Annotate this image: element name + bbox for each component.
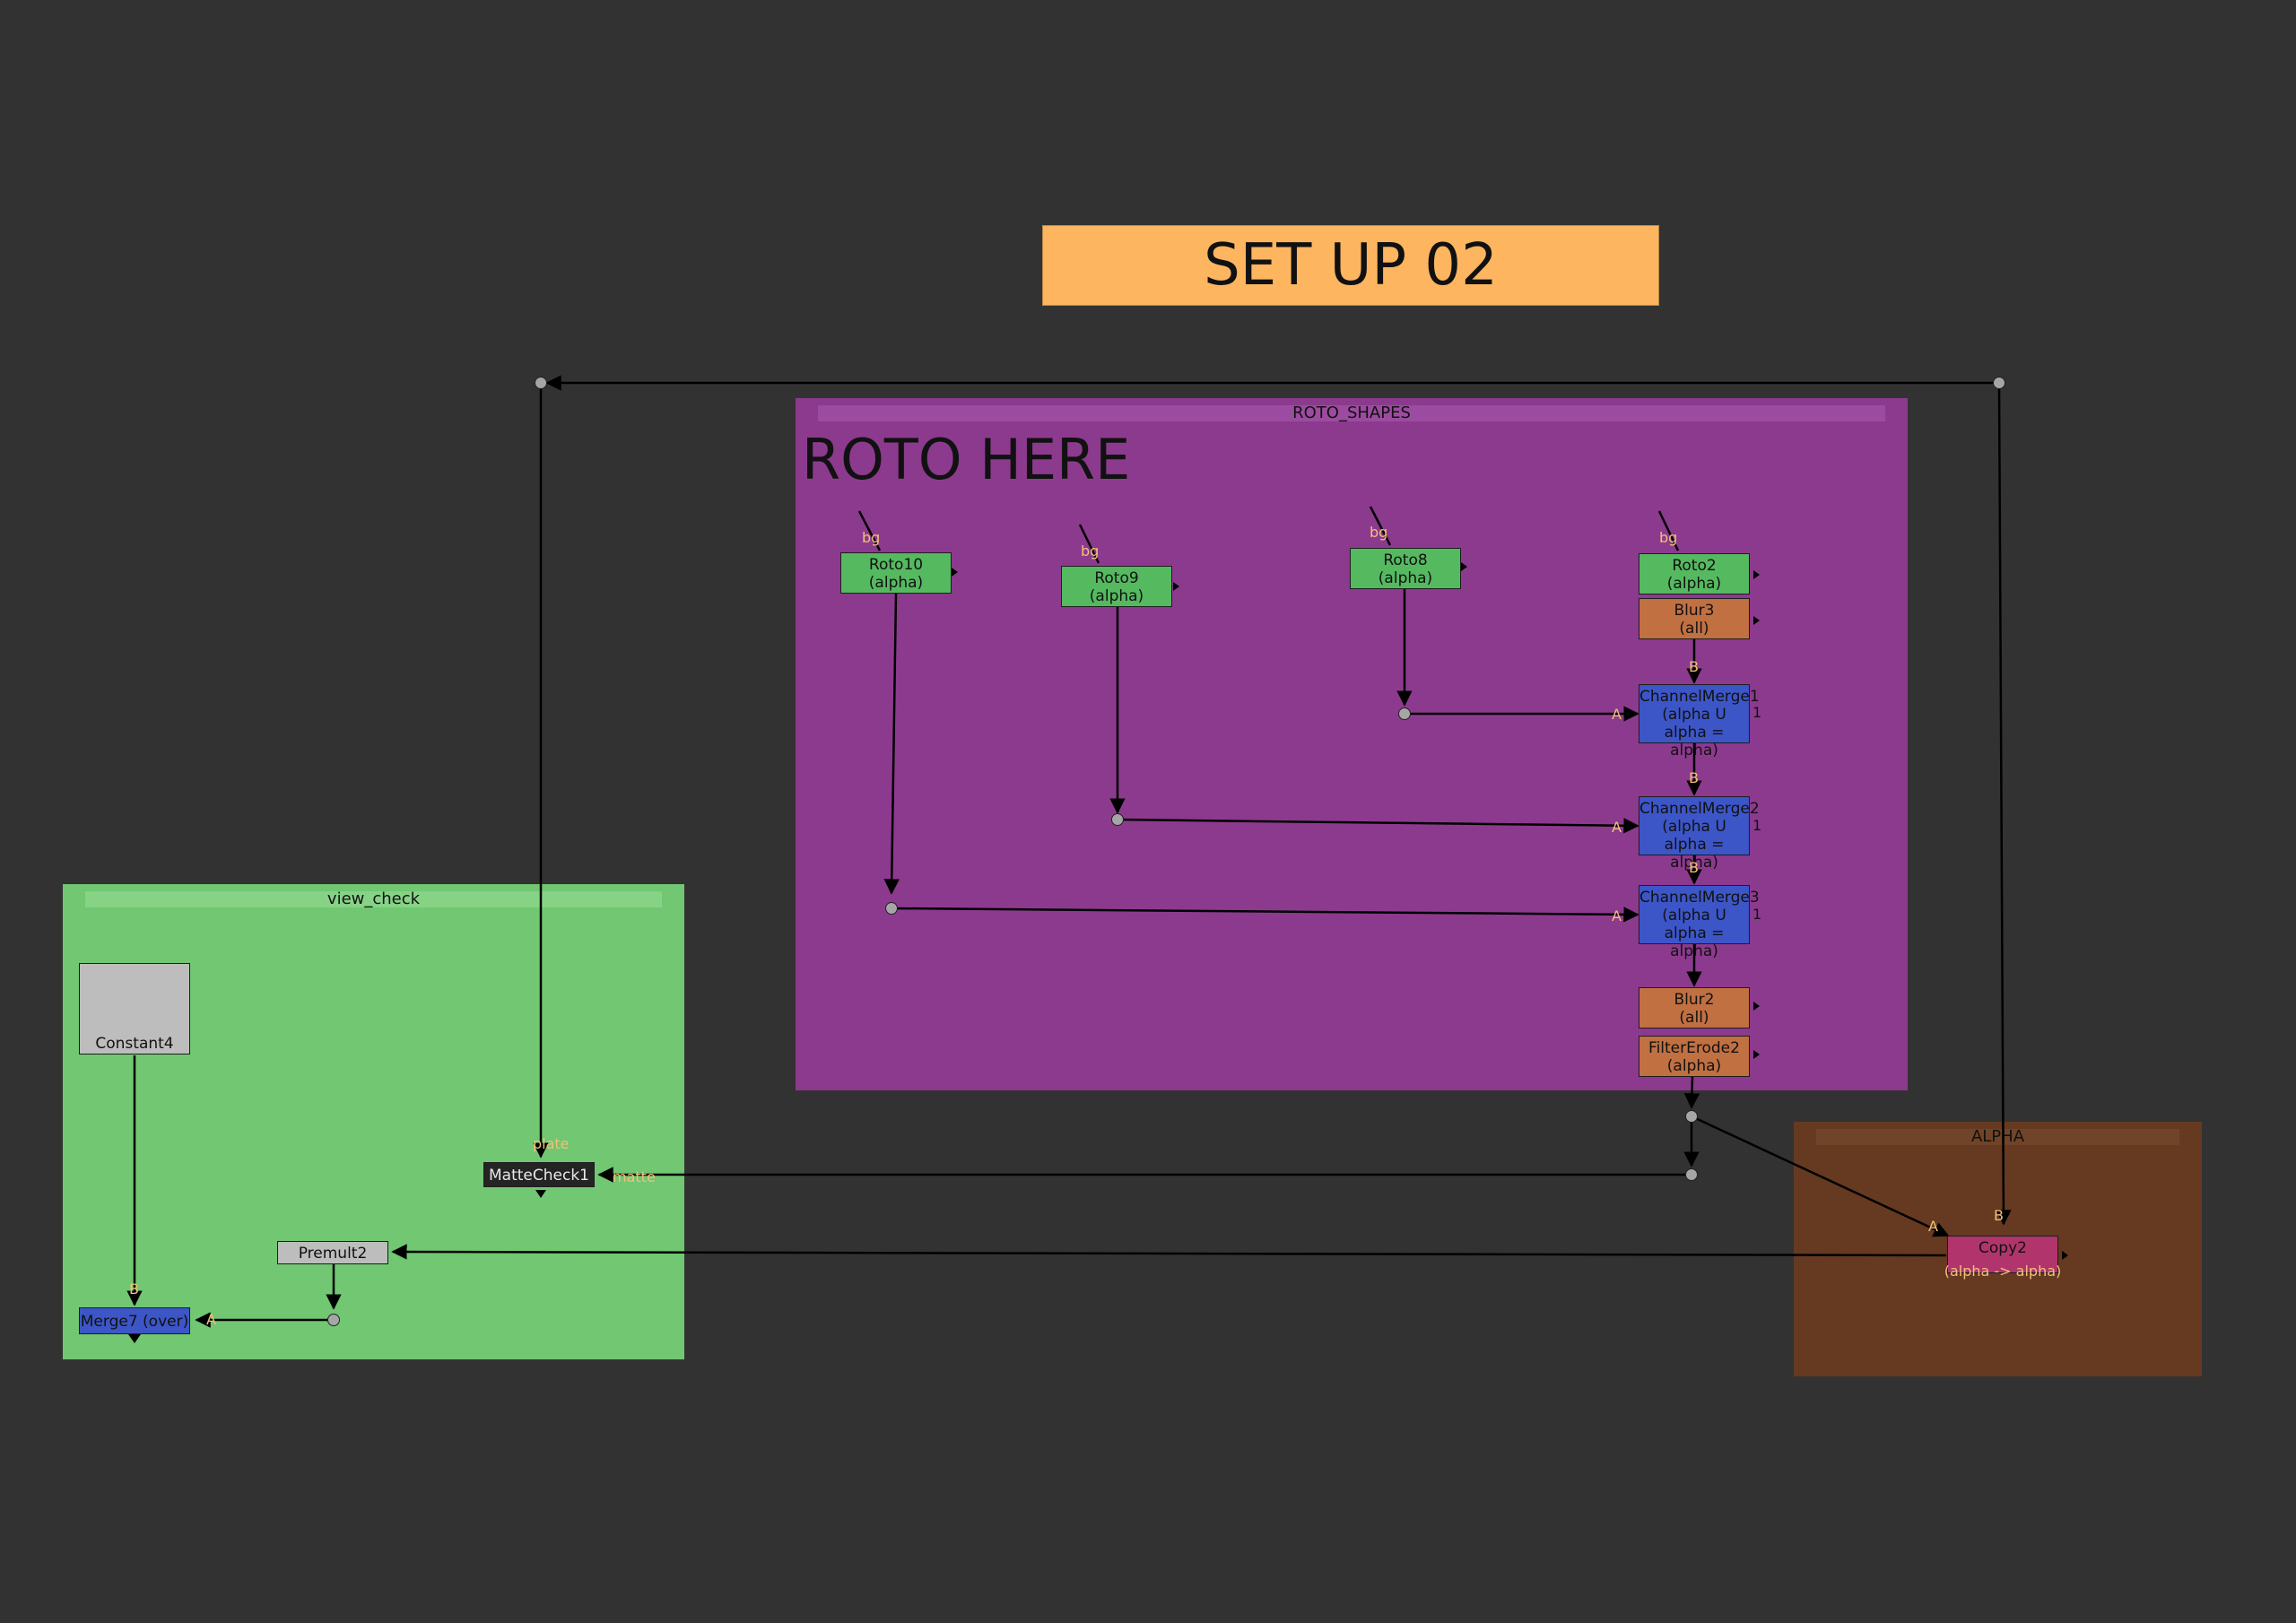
- input-label-b: B: [1994, 1207, 2004, 1224]
- node-premult2[interactable]: Premult2: [277, 1241, 388, 1264]
- input-label-mask: 1: [1752, 704, 1762, 721]
- input-label-plate: plate: [533, 1135, 570, 1152]
- dot[interactable]: [1685, 1168, 1698, 1181]
- node-channelmerge2[interactable]: ChannelMerge2 (alpha U alpha = alpha): [1639, 796, 1760, 872]
- node-sublabel: (alpha): [1666, 575, 1722, 593]
- node-label: ChannelMerge2: [1639, 800, 1760, 818]
- node-sublabel: (alpha U alpha =: [1662, 818, 1726, 854]
- node-mattecheck1[interactable]: MatteCheck1: [483, 1162, 595, 1187]
- backdrop-roto-shapes[interactable]: ROTO_SHAPES ROTO HERE: [796, 398, 1908, 1090]
- backdrop-title: view_check: [85, 891, 662, 907]
- dot[interactable]: [1398, 707, 1411, 720]
- input-label-bg: bg: [1081, 542, 1100, 560]
- node-blur3[interactable]: Blur3 (all): [1639, 598, 1750, 639]
- dot[interactable]: [885, 902, 898, 915]
- node-label: ChannelMerge1: [1639, 688, 1760, 706]
- node-sublabel: (all): [1679, 620, 1709, 638]
- node-constant4[interactable]: Constant4: [79, 963, 190, 1055]
- node-sublabel: (alpha -> alpha): [1944, 1263, 2062, 1280]
- input-label-a: A: [1612, 819, 1622, 836]
- input-label-a: A: [1928, 1218, 1938, 1235]
- node-label: Roto10: [868, 556, 924, 574]
- node-channelmerge1[interactable]: ChannelMerge1 (alpha U alpha = alpha): [1639, 684, 1760, 759]
- input-label-b: B: [1689, 859, 1699, 876]
- dot[interactable]: [535, 377, 547, 389]
- input-label-matte: matte: [613, 1168, 656, 1185]
- node-roto10[interactable]: Roto10 (alpha): [840, 552, 952, 594]
- node-label: Roto2: [1672, 557, 1717, 575]
- dot[interactable]: [1993, 377, 2005, 389]
- node-label: Constant4: [95, 1035, 174, 1053]
- input-label-a: A: [206, 1311, 216, 1328]
- node-label: ChannelMerge3: [1639, 889, 1760, 907]
- node-label: Premult2: [298, 1245, 368, 1263]
- backdrop-title: ALPHA: [1816, 1129, 2179, 1145]
- node-label: Roto9: [1094, 569, 1139, 587]
- input-label-b: B: [1689, 769, 1699, 786]
- dot[interactable]: [1111, 813, 1124, 826]
- input-label-bg: bg: [1370, 524, 1388, 541]
- node-sublabel: (alpha): [1666, 1057, 1722, 1075]
- sticky-note[interactable]: SET UP 02: [1042, 225, 1659, 306]
- node-sublabel: alpha): [1670, 742, 1718, 759]
- node-channelmerge3[interactable]: ChannelMerge3 (alpha U alpha = alpha): [1639, 885, 1760, 960]
- node-sublabel: (alpha U alpha =: [1662, 907, 1726, 942]
- node-sublabel: (alpha): [868, 574, 924, 592]
- node-sublabel: (all): [1679, 1009, 1709, 1027]
- backdrop-note: ROTO HERE: [802, 427, 1131, 492]
- node-label: MatteCheck1: [489, 1167, 589, 1185]
- node-label: Merge7 (over): [80, 1313, 189, 1331]
- backdrop-view-check[interactable]: view_check: [63, 884, 684, 1359]
- node-merge7[interactable]: Merge7 (over): [79, 1307, 190, 1334]
- node-roto2[interactable]: Roto2 (alpha): [1639, 553, 1750, 595]
- node-roto8[interactable]: Roto8 (alpha): [1350, 548, 1461, 589]
- node-blur2[interactable]: Blur2 (all): [1639, 987, 1750, 1028]
- node-roto9[interactable]: Roto9 (alpha): [1061, 566, 1172, 607]
- node-label: Blur3: [1674, 602, 1715, 620]
- node-label: Roto8: [1383, 551, 1428, 569]
- node-sublabel: (alpha U alpha =: [1662, 706, 1726, 742]
- node-filtererode2[interactable]: FilterErode2 (alpha): [1639, 1036, 1750, 1077]
- node-sublabel: (alpha): [1089, 587, 1144, 605]
- dot[interactable]: [327, 1314, 340, 1326]
- input-label-b: B: [1689, 658, 1699, 675]
- node-sublabel: alpha): [1670, 942, 1718, 960]
- node-label: Copy2: [1979, 1239, 2027, 1257]
- input-label-bg: bg: [1659, 529, 1678, 546]
- node-label: Blur2: [1674, 991, 1715, 1009]
- input-label-a: A: [1612, 706, 1622, 723]
- node-label: FilterErode2: [1648, 1039, 1740, 1057]
- node-copy2[interactable]: Copy2: [1947, 1236, 2058, 1273]
- input-label-bg: bg: [862, 529, 881, 546]
- input-label-mask: 1: [1752, 817, 1762, 834]
- backdrop-title: ROTO_SHAPES: [818, 405, 1885, 421]
- input-label-a: A: [1612, 907, 1622, 924]
- input-label-mask: 1: [1752, 906, 1762, 923]
- dot[interactable]: [1685, 1110, 1698, 1123]
- node-sublabel: (alpha): [1378, 569, 1433, 587]
- input-label-b: B: [129, 1280, 139, 1298]
